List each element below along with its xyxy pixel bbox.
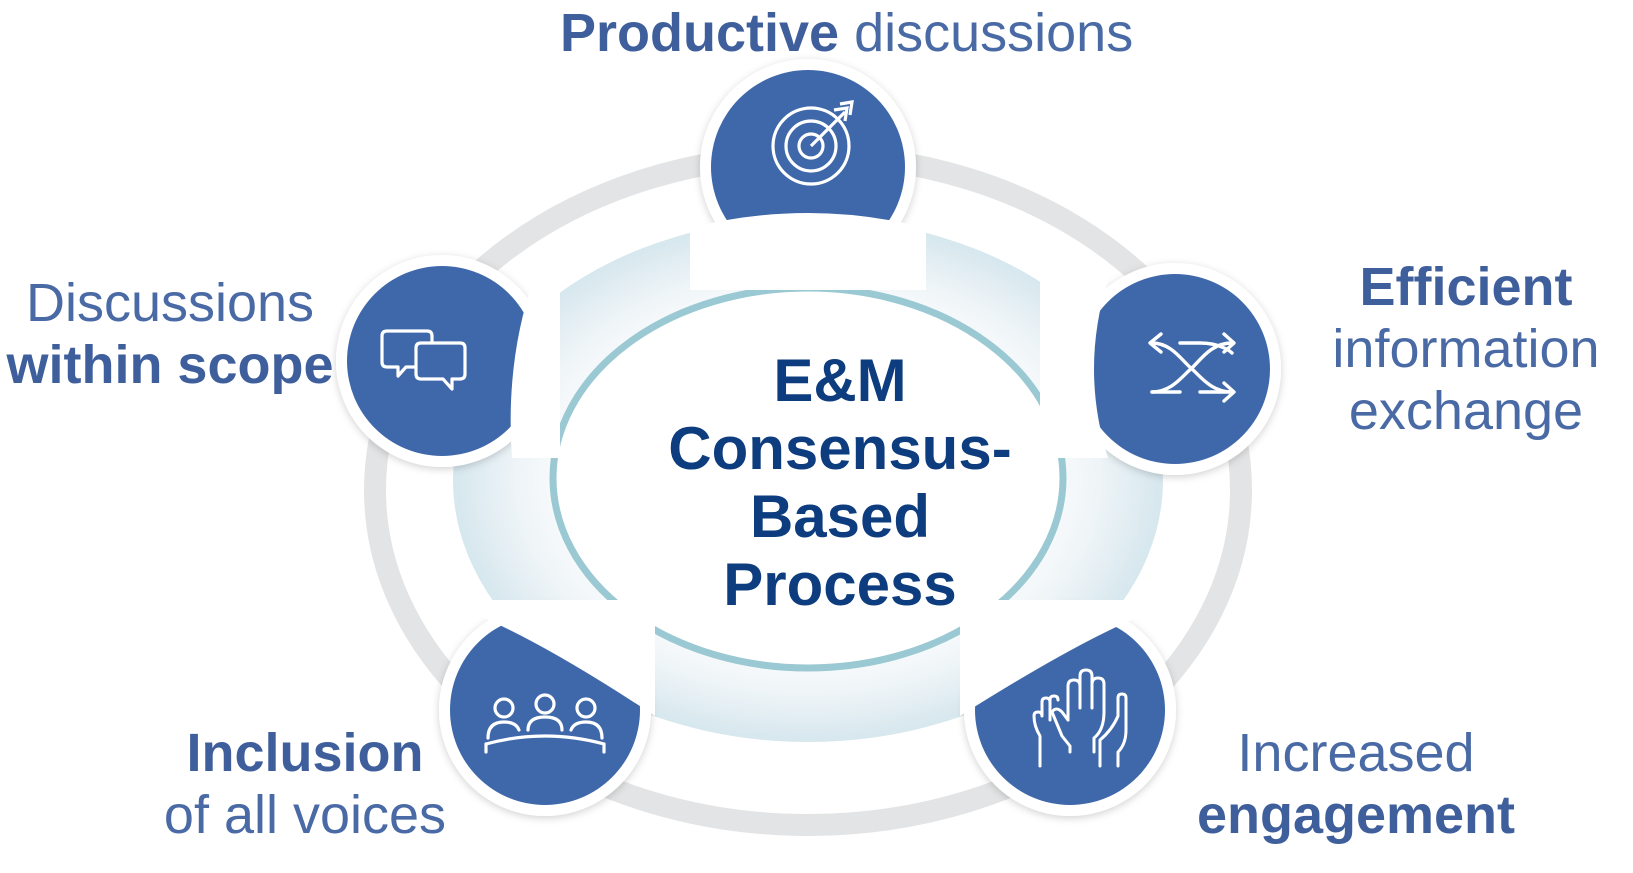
label-engagement-rest: Increased: [1237, 723, 1475, 783]
label-productive-rest: discussions: [854, 3, 1134, 63]
label-engagement-bold: engagement: [1196, 785, 1516, 845]
label-inclusion: Inclusion of all voices: [150, 722, 460, 846]
label-efficient: Efficient information exchange: [1306, 256, 1626, 442]
label-productive: Productive discussions: [560, 2, 1133, 64]
center-line-3: Based: [749, 483, 931, 550]
center-line-1: E&M: [773, 347, 907, 414]
label-inclusion-bold: Inclusion: [186, 723, 424, 783]
shuffle-arrows-icon: [1148, 332, 1236, 403]
node-scope: [336, 255, 560, 467]
node-inclusion: [439, 600, 655, 816]
label-efficient-bold: Efficient: [1359, 257, 1573, 317]
label-engagement: Increased engagement: [1186, 722, 1526, 846]
node-productive: [690, 59, 926, 290]
label-efficient-rest-2: exchange: [1348, 381, 1584, 441]
label-inclusion-rest: of all voices: [163, 785, 447, 845]
center-line-4: Process: [723, 551, 957, 618]
label-efficient-rest-1: information: [1332, 319, 1600, 379]
center-title: E&M Consensus- Based Process: [600, 347, 1080, 619]
chat-bubbles-icon: [380, 329, 467, 391]
label-scope-bold: within scope: [6, 335, 334, 395]
node-efficient: [1040, 263, 1281, 475]
group-meeting-icon: [484, 693, 606, 754]
label-scope: Discussions within scope: [0, 272, 340, 396]
node-engagement: [960, 600, 1176, 816]
label-scope-rest: Discussions: [25, 273, 315, 333]
label-productive-bold: Productive: [560, 3, 840, 63]
center-line-2: Consensus-: [668, 415, 1012, 482]
target-icon: [771, 100, 854, 186]
raised-hands-icon: [1032, 668, 1128, 768]
